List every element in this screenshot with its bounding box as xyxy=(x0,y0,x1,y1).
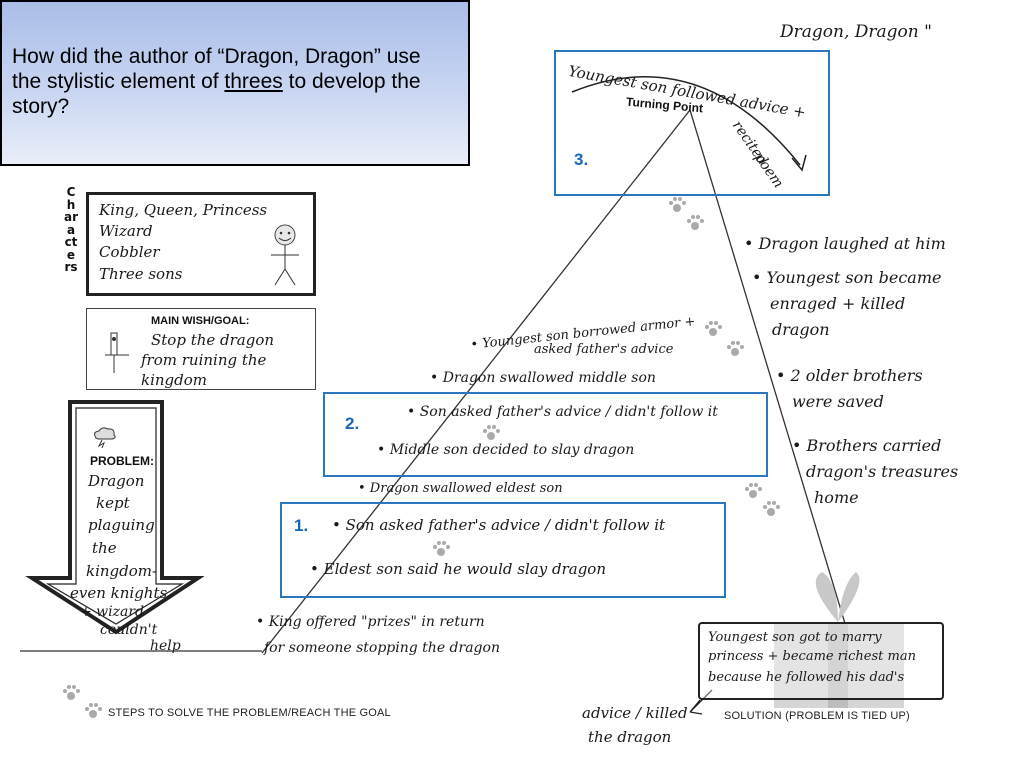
goal-text-line: from ruining the xyxy=(141,351,267,369)
paw-print-icon xyxy=(483,425,500,440)
arc-arrowhead xyxy=(791,154,807,172)
paw-print-icon xyxy=(745,483,762,498)
rising-middle-swallowed: • Dragon swallowed middle son xyxy=(430,370,656,386)
problem-line: even knights xyxy=(70,584,168,602)
problem-line: kingdom- xyxy=(86,562,158,580)
solution-box: Youngest son got to marry princess + bec… xyxy=(698,622,944,700)
falling-action-line xyxy=(689,109,851,641)
rising-eldest-swallowed: • Dragon swallowed eldest son xyxy=(358,481,563,496)
falling-item: dragon xyxy=(772,320,830,339)
paw-print-icon xyxy=(85,703,102,718)
storm-cloud-icon xyxy=(94,427,116,448)
advice-line-1: advice / killed xyxy=(582,704,688,722)
box-2-number: 2. xyxy=(345,414,360,433)
advice-arrow xyxy=(689,689,713,715)
problem-line: the xyxy=(92,539,117,557)
paw-print-icon xyxy=(669,197,686,212)
question-underlined-word: threes xyxy=(224,70,283,93)
box-2: 2. • Son asked father's advice / didn't … xyxy=(323,392,768,477)
rising-king-offer: • King offered "prizes" in return xyxy=(256,614,485,630)
rising-king-offer-2: for someone stopping the dragon xyxy=(264,640,500,656)
characters-vertical-label: Characters xyxy=(64,185,79,274)
problem-title: PROBLEM: xyxy=(90,454,154,468)
box-2-line-1: • Son asked father's advice / didn't fol… xyxy=(407,404,718,420)
box-1-line-2: • Eldest son said he would slay dragon xyxy=(310,560,606,578)
falling-item: enraged + killed xyxy=(770,294,906,313)
problem-line: help xyxy=(150,638,181,654)
question-text: How did the author of “Dragon, Dragon” u… xyxy=(12,44,452,119)
falling-item: dragon's treasures xyxy=(806,462,959,481)
falling-item: • Dragon laughed at him xyxy=(744,234,946,253)
goal-box: MAIN WISH/GOAL: Stop the dragon from rui… xyxy=(86,308,316,390)
problem-line: plaguing xyxy=(88,516,155,534)
rising-youngest-2: asked father's advice xyxy=(534,342,674,357)
character-item: Wizard xyxy=(99,222,153,240)
falling-item: • Brothers carried xyxy=(792,436,942,455)
problem-line: couldn't xyxy=(100,622,158,638)
paw-print-icon xyxy=(763,501,780,516)
box-1-number: 1. xyxy=(294,516,309,535)
smiley-stick-figure-icon xyxy=(271,224,299,286)
paw-print-icon xyxy=(705,321,722,336)
problem-line: kept xyxy=(96,494,130,512)
advice-line-2: the dragon xyxy=(588,728,672,746)
goal-text-line: kingdom xyxy=(141,371,208,389)
box-1-line-1: • Son asked father's advice / didn't fol… xyxy=(332,516,666,534)
falling-item: home xyxy=(814,488,859,507)
box-3-number: 3. xyxy=(574,150,589,169)
character-item: Three sons xyxy=(99,265,183,283)
problem-line: Dragon xyxy=(88,472,145,490)
steps-caption: STEPS TO SOLVE THE PROBLEM/REACH THE GOA… xyxy=(108,707,391,719)
rising-action-line xyxy=(261,109,691,654)
goal-title: MAIN WISH/GOAL: xyxy=(151,315,250,327)
character-item: King, Queen, Princess xyxy=(99,201,268,219)
paw-print-icon xyxy=(63,685,80,700)
box-2-line-2: • Middle son decided to slay dragon xyxy=(377,442,635,458)
box-1: 1. • Son asked father's advice / didn't … xyxy=(280,502,726,598)
paw-print-icon xyxy=(433,541,450,556)
turning-point-arc xyxy=(571,75,801,166)
solution-line: Youngest son got to marry xyxy=(708,630,882,645)
box-3: 3. xyxy=(554,50,830,196)
solution-line: because he followed his dad's xyxy=(708,670,905,685)
solution-line: princess + became richest man xyxy=(708,649,916,664)
falling-item: • 2 older brothers xyxy=(776,366,923,385)
characters-box: King, Queen, Princess Wizard Cobbler Thr… xyxy=(86,192,316,296)
falling-item: • Youngest son became xyxy=(752,268,942,287)
goal-text-line: Stop the dragon xyxy=(151,331,275,349)
goal-post-icon xyxy=(105,332,129,373)
question-text-part: How did the author of “Dragon, Dragon” u… xyxy=(12,45,421,93)
paw-print-icon xyxy=(687,215,704,230)
question-text-end: to develop the story? xyxy=(12,70,421,118)
solution-caption: SOLUTION (PROBLEM IS TIED UP) xyxy=(724,710,910,722)
paw-print-icon xyxy=(727,341,744,356)
character-item: Cobbler xyxy=(99,243,160,261)
problem-line: + wizard xyxy=(80,604,145,620)
question-box: How did the author of “Dragon, Dragon” u… xyxy=(0,0,470,166)
falling-item: were saved xyxy=(792,392,884,411)
gift-box-icon xyxy=(774,572,904,708)
problem-arrow-shape xyxy=(25,400,204,635)
story-title-label: Dragon, Dragon " xyxy=(780,22,932,42)
